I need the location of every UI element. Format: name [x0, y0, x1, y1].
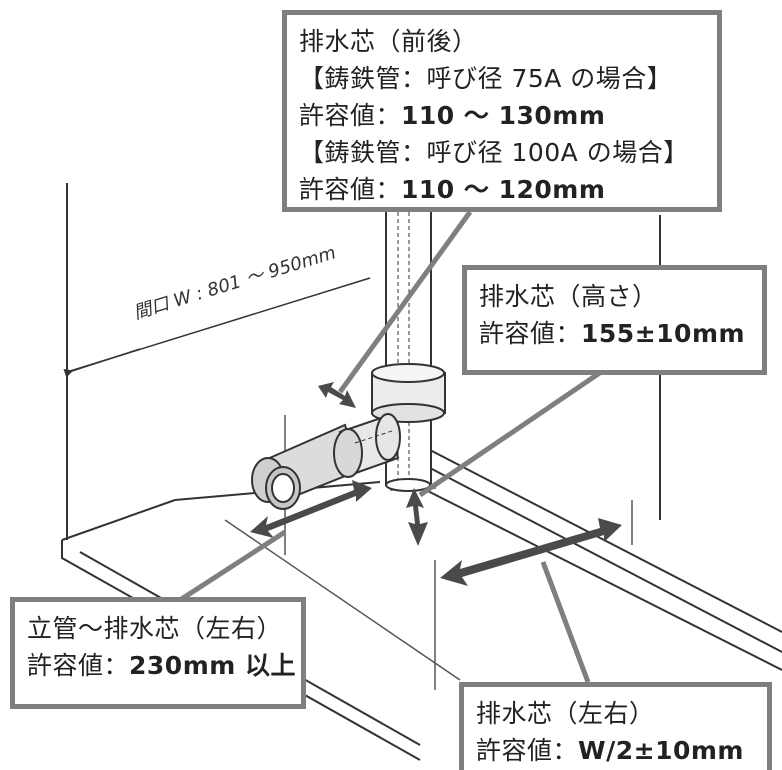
tolerance-value: 230mm 以上 [129, 651, 297, 680]
tolerance-label: 許容値： [27, 651, 130, 680]
tolerance-value: 110 ～ 130mm [401, 101, 606, 130]
callout-case-75a: 【鋳鉄管：呼び径 75A の場合】 [299, 64, 673, 93]
callout-drain-front-back: 排水芯（前後） 【鋳鉄管：呼び径 75A の場合】 許容値：110 ～ 130m… [282, 10, 722, 212]
width-dimension [63, 277, 371, 378]
callout-tolerance: 許容値：230mm 以上 [27, 647, 296, 684]
callout-title: 排水芯（左右） [476, 699, 655, 728]
callout-tolerance-75a: 許容値：110 ～ 130mm [299, 97, 707, 134]
tolerance-value: 110 ～ 120mm [401, 175, 606, 204]
callout-drain-height: 排水芯（高さ） 許容値：155±10mm [462, 265, 767, 375]
tolerance-label: 許容値： [476, 736, 579, 765]
arrow-drain-lr [440, 518, 622, 586]
tolerance-label: 許容値： [299, 175, 402, 204]
vertical-drain-pipe [371, 204, 446, 492]
callout-title: 排水芯（高さ） [479, 282, 658, 311]
arrow-front-back [318, 382, 356, 408]
tolerance-label: 許容値： [299, 101, 402, 130]
arrow-height [406, 488, 428, 546]
tolerance-label: 許容値： [479, 319, 582, 348]
callout-tolerance: 許容値：155±10mm [479, 315, 752, 352]
tolerance-value: 155±10mm [581, 319, 746, 348]
horizontal-drain-pipe [251, 413, 401, 510]
leader-lines [178, 210, 606, 683]
callout-riser-to-drain: 立管～排水芯（左右） 許容値：230mm 以上 [10, 597, 306, 709]
callout-title: 立管～排水芯（左右） [27, 614, 283, 643]
tolerance-value: W/2±10mm [578, 736, 744, 765]
callout-case-100a: 【鋳鉄管：呼び径 100A の場合】 [299, 138, 689, 167]
dimension-arrows [250, 382, 622, 586]
callout-drain-left-right: 排水芯（左右） 許容値：W/2±10mm [459, 682, 772, 770]
arrow-riser-lr [250, 480, 372, 538]
callout-title: 排水芯（前後） [299, 27, 478, 56]
callout-tolerance: 許容値：W/2±10mm [476, 732, 757, 769]
callout-tolerance-100a: 許容値：110 ～ 120mm [299, 171, 707, 208]
